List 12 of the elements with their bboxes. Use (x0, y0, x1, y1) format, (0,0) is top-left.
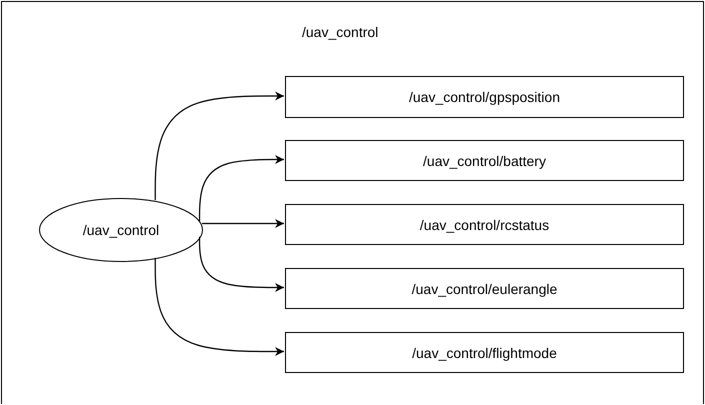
arrow (198, 155, 284, 222)
node-label: /uav_control (82, 222, 160, 238)
cluster-label: /uav_control (302, 24, 378, 40)
arrow (202, 219, 284, 228)
arrow (198, 236, 284, 292)
node-label: /uav_control/flightmode (412, 344, 557, 360)
node-label: /uav_control/rcstatus (420, 216, 550, 232)
node-label: /uav_control/eulerangle (412, 280, 558, 296)
node-label: /uav_control/gpsposition (409, 89, 560, 105)
node-label: /uav_control/battery (423, 152, 546, 168)
arrow (154, 92, 284, 200)
arrow (154, 258, 284, 356)
